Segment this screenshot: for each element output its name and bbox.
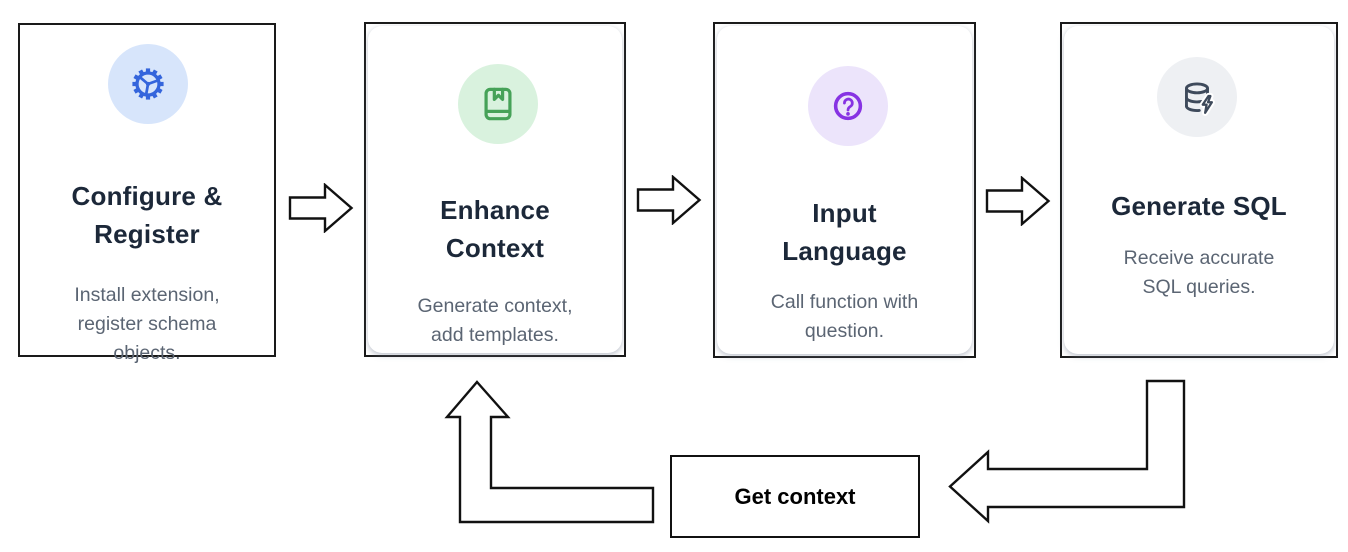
database-icon-circle bbox=[1157, 57, 1237, 137]
get-context-box: Get context bbox=[670, 455, 920, 538]
elbow-left-arrow-icon bbox=[948, 379, 1186, 524]
step-desc-line: SQL queries. bbox=[1142, 276, 1256, 298]
step-desc-line: Install extension, bbox=[74, 284, 220, 306]
question-icon-circle bbox=[808, 66, 888, 146]
book-bookmark-icon bbox=[484, 87, 512, 121]
get-context-label: Get context bbox=[734, 483, 856, 509]
step-title-line: Context bbox=[445, 233, 545, 263]
step-title-line: Register bbox=[94, 219, 200, 249]
step-card-configure-register: Configure & Register Install extension, … bbox=[18, 23, 276, 364]
step-desc-line: question. bbox=[804, 320, 885, 342]
step-desc-line: Receive accurate bbox=[1123, 247, 1275, 269]
step-description: Install extension, register schema objec… bbox=[20, 281, 274, 368]
book-icon-circle bbox=[458, 64, 538, 144]
step-title: Configure & Register bbox=[20, 177, 274, 253]
step-desc-line: Call function with bbox=[770, 291, 919, 313]
step-title-line: Enhance bbox=[440, 195, 550, 225]
step-title: Input Language bbox=[715, 194, 974, 270]
step-title-line: Configure & bbox=[71, 181, 223, 211]
step-card-enhance-context: Enhance Context Generate context, add te… bbox=[364, 22, 626, 357]
database-bolt-icon bbox=[1185, 82, 1215, 116]
step-title: Generate SQL bbox=[1062, 187, 1336, 225]
step-desc-line: register schema bbox=[77, 313, 217, 335]
step-title: Enhance Context bbox=[366, 191, 624, 267]
step-description: Call function with question. bbox=[715, 288, 974, 346]
step-description: Receive accurate SQL queries. bbox=[1062, 244, 1336, 302]
step-title-line: Input bbox=[812, 198, 877, 228]
gear-icon bbox=[132, 68, 164, 100]
step-description: Generate context, add templates. bbox=[366, 292, 624, 350]
elbow-up-arrow-icon bbox=[444, 380, 655, 524]
right-arrow-icon bbox=[985, 176, 1051, 226]
step-title-line: Generate SQL bbox=[1111, 191, 1287, 221]
step-desc-line: Generate context, bbox=[417, 295, 573, 317]
gear-icon-circle bbox=[108, 44, 188, 124]
step-desc-line: objects. bbox=[113, 342, 181, 364]
question-circle-icon bbox=[833, 91, 863, 121]
step-desc-line: add templates. bbox=[431, 324, 559, 346]
step-card-generate-sql: Generate SQL Receive accurate SQL querie… bbox=[1060, 22, 1338, 358]
right-arrow-icon bbox=[636, 175, 702, 225]
step-title-line: Language bbox=[782, 236, 907, 266]
step-card-input-language: Input Language Call function with questi… bbox=[713, 22, 976, 358]
right-arrow-icon bbox=[288, 183, 354, 233]
